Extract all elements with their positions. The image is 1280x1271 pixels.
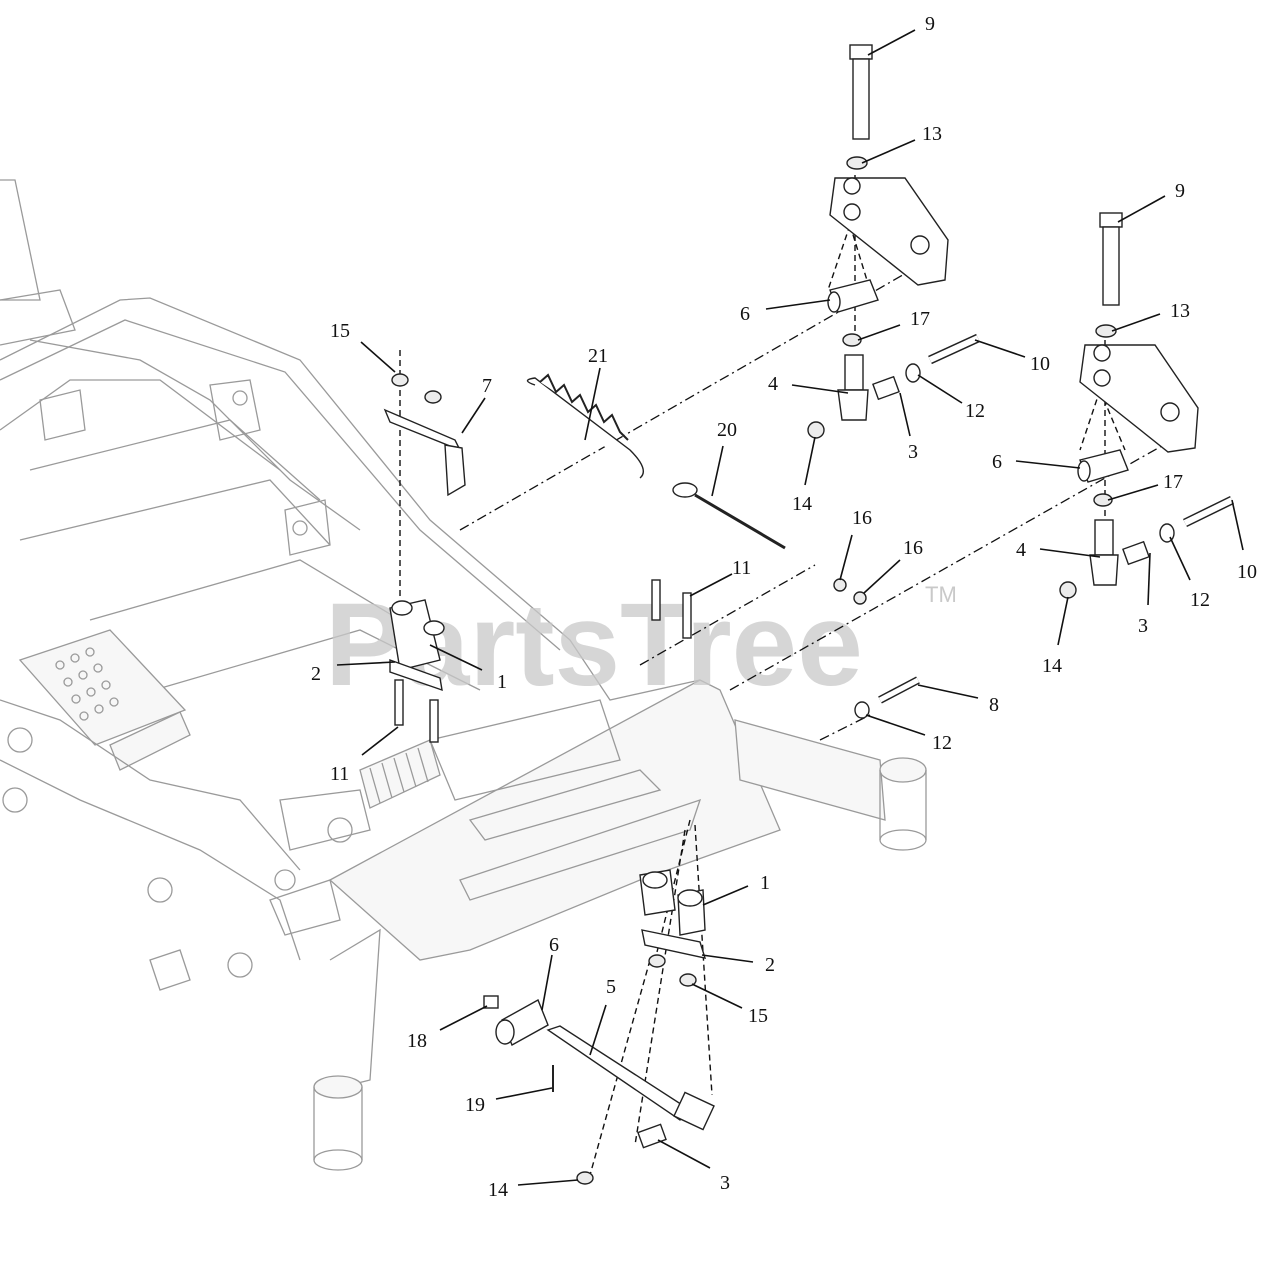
bolt-upper-1 [849,44,873,140]
washer-upper-1 [846,156,868,170]
callout-4: 4 [768,373,778,395]
yoke-upper-1 [837,354,869,421]
pivot-block-lower [639,869,706,936]
callout-19: 19 [465,1094,485,1116]
callout-3: 3 [720,1172,730,1194]
nut-upper-1 [842,333,862,347]
pivot-arm-upper-1 [829,177,949,286]
tube-6-lower [495,999,549,1046]
callout-12: 12 [1190,589,1210,611]
bracket-7 [383,408,466,497]
washer-12-lower [854,701,870,719]
pivot-tube-upper-1 [827,279,879,313]
callout-14: 14 [1042,655,1062,677]
spacer-3-lower [637,1123,667,1149]
locknut-upper-2 [1059,581,1077,599]
locknut-14-lower [576,1171,594,1185]
yoke-upper-2 [1089,519,1119,586]
callout-16: 16 [903,537,923,559]
callout-3: 3 [908,441,918,463]
callout-9: 9 [925,13,935,35]
pin-8 [878,676,920,704]
callout-20: 20 [717,419,737,441]
callout-11: 11 [330,763,349,785]
spacer-upper-2 [1122,540,1150,566]
callout-12: 12 [965,400,985,422]
callout-13: 13 [1170,300,1190,322]
callout-11: 11 [732,557,751,579]
washer-upper-2 [1095,324,1117,338]
pin-11-left-a [394,679,404,726]
callout-7: 7 [482,375,492,397]
washer-side-upper-1 [905,363,921,383]
callout-9: 9 [1175,180,1185,202]
nut-upper-2 [1093,493,1113,507]
nut-16-b [853,591,867,605]
pin-11-mid-a [651,579,661,621]
locknut-upper-1 [807,421,825,439]
nut-16-a [833,578,847,592]
mower-frame [0,179,927,1171]
spacer-upper-1 [872,375,900,401]
pin-11-mid-b [682,592,692,639]
callout-10: 10 [1237,561,1257,583]
callout-1: 1 [760,872,770,894]
callout-4: 4 [1016,539,1026,561]
callout-6: 6 [740,303,750,325]
watermark-trademark: TM [925,582,957,607]
pivot-tube-upper-2 [1077,449,1129,483]
callout-10: 10 [1030,353,1050,375]
callout-12: 12 [932,732,952,754]
callout-2: 2 [311,663,321,685]
pivot-block-left [389,599,445,671]
callout-17: 17 [910,308,930,330]
callout-15: 15 [748,1005,768,1027]
callout-17: 17 [1163,471,1183,493]
callout-16: 16 [852,507,872,529]
bolt-upper-2 [1099,212,1123,306]
callout-18: 18 [407,1030,427,1052]
spring [526,373,644,479]
callout-labels: 9 13 9 6 17 10 13 4 12 3 14 15 7 21 20 6… [311,13,1257,1201]
callout-2: 2 [765,954,775,976]
washer-lower [648,954,666,968]
callout-14: 14 [792,493,812,515]
pivot-arm-upper-2 [1079,344,1199,453]
callout-15: 15 [330,320,350,342]
callout-3: 3 [1138,615,1148,637]
callout-21: 21 [588,345,608,367]
rod [672,482,786,550]
callout-5: 5 [606,976,616,998]
grease-fitting-18 [483,995,499,1009]
nut-15-upper [391,373,409,387]
callout-14: 14 [488,1179,508,1201]
pin-upper-1 [928,333,980,365]
nut-upper-bracket [424,390,442,404]
callout-8: 8 [989,694,999,716]
pin-upper-2 [1183,495,1234,528]
callout-1: 1 [497,671,507,693]
pin-11-left-b [429,699,439,743]
plate-lower [641,929,707,959]
callout-6: 6 [992,451,1002,473]
nut-15-lower [679,973,697,987]
callout-6: 6 [549,934,559,956]
plate-left [389,659,443,692]
leader-lines [336,29,1244,1186]
callout-13: 13 [922,123,942,145]
shaft-5 [546,1025,715,1131]
